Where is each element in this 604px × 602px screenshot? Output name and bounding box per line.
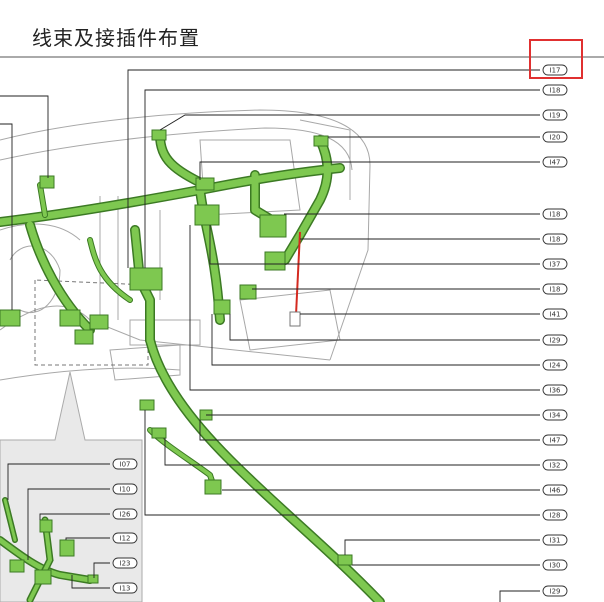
label-pill: I37	[542, 258, 568, 270]
label-pill: I19	[542, 109, 568, 121]
svg-text:I28: I28	[550, 512, 561, 520]
svg-text:I29: I29	[550, 588, 561, 596]
svg-text:I12: I12	[120, 535, 131, 543]
page-title: 线束及接插件布置	[32, 26, 200, 50]
labels-inset: I07 I10 I26 I12 I23 I13	[112, 458, 138, 594]
svg-text:I29: I29	[550, 337, 561, 345]
label-pill: I26	[112, 508, 138, 520]
label-pill: I41	[542, 308, 568, 320]
inset-harness	[0, 497, 94, 602]
label-pill: I34	[542, 409, 568, 421]
dashboard-outline	[0, 109, 371, 381]
connectors	[0, 129, 353, 566]
svg-text:I17: I17	[550, 67, 561, 75]
svg-text:I47: I47	[550, 159, 561, 167]
label-pill: I17	[542, 64, 568, 76]
svg-text:I23: I23	[120, 560, 131, 568]
svg-text:I32: I32	[550, 462, 561, 470]
sensor-connector	[289, 311, 301, 327]
svg-text:I13: I13	[120, 585, 131, 593]
svg-text:I18: I18	[550, 211, 561, 219]
label-pill: I24	[542, 359, 568, 371]
svg-text:I34: I34	[550, 412, 562, 420]
svg-text:I37: I37	[550, 261, 561, 269]
svg-text:I18: I18	[550, 87, 561, 95]
label-pill: I36	[542, 384, 568, 396]
svg-text:I10: I10	[120, 486, 131, 494]
labels-main: I17 I18 I19 I20 I47 I18 I18 I37 I18 I41 …	[542, 64, 568, 597]
svg-text:I26: I26	[120, 511, 132, 519]
label-pill: I18	[542, 208, 568, 220]
svg-text:I18: I18	[550, 286, 561, 294]
label-pill: I29	[542, 334, 568, 346]
label-pill: I28	[542, 509, 568, 521]
inset-panel	[0, 371, 143, 602]
svg-text:I24: I24	[550, 362, 562, 370]
label-pill: I10	[112, 483, 138, 495]
label-pill: I30	[542, 559, 568, 571]
label-pill: I18	[542, 84, 568, 96]
label-pill: I18	[542, 283, 568, 295]
red-wire	[295, 231, 301, 316]
label-pill: I12	[112, 532, 138, 544]
label-pill: I20	[542, 131, 568, 143]
label-pill: I31	[542, 534, 568, 546]
svg-text:I31: I31	[550, 537, 561, 545]
highlight-box	[529, 39, 583, 79]
label-pill: I23	[112, 557, 138, 569]
svg-text:I36: I36	[550, 387, 562, 395]
label-pill: I46	[542, 484, 568, 496]
svg-text:I20: I20	[550, 134, 561, 142]
svg-text:I18: I18	[550, 236, 561, 244]
label-pill: I18	[542, 233, 568, 245]
svg-text:I07: I07	[120, 461, 131, 469]
leader-lines	[0, 69, 540, 602]
svg-text:I46: I46	[550, 487, 562, 495]
svg-text:I30: I30	[550, 562, 561, 570]
label-pill: I29	[542, 585, 568, 597]
svg-text:I19: I19	[550, 112, 561, 120]
label-pill: I32	[542, 459, 568, 471]
label-pill: I47	[542, 434, 568, 446]
label-pill: I47	[542, 156, 568, 168]
label-pill: I13	[112, 582, 138, 594]
label-pill: I07	[112, 458, 138, 470]
svg-text:I41: I41	[550, 311, 561, 319]
inset-connectors	[9, 519, 99, 585]
svg-text:I47: I47	[550, 437, 561, 445]
inset-leader-lines	[7, 463, 110, 589]
